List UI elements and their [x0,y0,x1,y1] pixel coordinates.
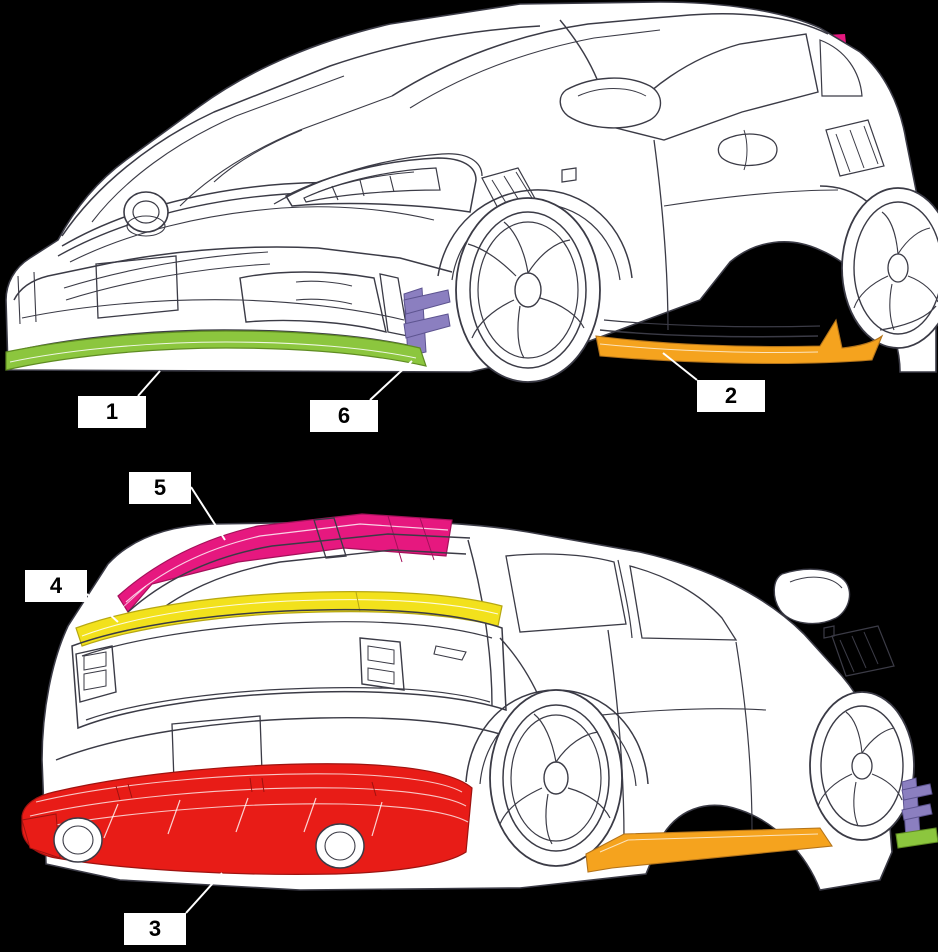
front-wheel [455,197,601,383]
intake-fin-2 [295,298,353,305]
right-tail-lamp [359,637,405,691]
rear-view-panel [0,460,938,952]
intake-fin-1 [295,280,353,287]
callout-leader-4 [86,593,119,623]
rear-wheel [489,689,623,867]
hood-panel [61,25,541,237]
callout-front-bumper-canard[interactable]: 6 [310,400,378,432]
windshield-inner [409,29,661,109]
bumper-side-intake [239,271,387,333]
headlight-lens-2 [317,171,415,193]
tailgate-outline [71,608,507,730]
callout-trunk-lip-spoiler[interactable]: 4 [25,570,87,602]
bumper-main [13,246,453,301]
callout-rear-diffuser[interactable]: 3 [124,913,186,945]
left-tail-lamp [75,645,117,703]
door-window [629,565,738,641]
grille-slat-3 [65,263,271,301]
left-tail-lamp-seg-2 [83,669,107,691]
callout-front-lip-spoiler[interactable]: 1 [78,396,146,428]
right-tail-lamp-seg-2 [367,667,395,685]
callout-number: 5 [153,475,167,500]
callout-number: 3 [148,916,162,941]
license-plate-recess [95,255,179,319]
right-tail-lamp-seg-1 [367,645,395,665]
part-side-skirt-extension-rear-view [585,827,833,873]
brand-emblem-ring [126,215,166,237]
front-view-illustration [5,1,938,383]
fender-louvre-slat [839,631,879,673]
marker-square [823,625,835,639]
side-reflector [433,645,467,661]
rear-view-illustration [21,513,938,891]
part-side-skirt-extension [595,318,884,365]
rear-wheel [841,187,938,349]
callout-number: 2 [724,383,738,408]
headlight-brow [273,153,483,205]
callout-leader-1 [137,370,161,397]
corner-canard-slot-1 [17,271,37,325]
part-front-lip-spoiler-rear-view [895,827,938,849]
door-bottom-line [603,319,821,328]
hood-crease-2 [179,95,393,207]
front-fender-arch [437,189,633,279]
headlight-drl [331,175,395,201]
callout-side-skirt-extension[interactable]: 2 [697,380,765,412]
wing-centre-stay [313,517,347,559]
windshield [391,15,679,97]
mirror-glass [789,576,843,589]
door-crease [663,189,839,207]
rocker-line [599,329,819,338]
part-front-bumper-canard [403,287,451,357]
grille-slat-1 [69,206,435,263]
roofline [677,13,829,35]
brand-emblem-inner [132,200,160,224]
callout-leader-3 [185,872,223,914]
grille-slat-2 [63,251,269,289]
door-shutline [653,139,669,331]
fender-louvre [831,625,895,677]
side-mirror-shell [773,568,851,625]
part-front-lip-spoiler [5,330,427,371]
left-tail-lamp-seg-1 [83,651,107,671]
hood-crease-1 [91,75,345,223]
hood-bulge [213,129,303,183]
callout-number: 1 [105,399,119,424]
callout-roof-wing-spoiler[interactable]: 5 [129,472,191,504]
window-divider [617,559,633,639]
tailgate-panel-line [85,687,491,721]
callout-leader-6 [369,360,413,401]
door-handle [717,133,778,167]
roofline [127,533,471,613]
door-shutline-2 [735,641,753,831]
quarter-window [819,39,863,97]
callout-number: 4 [49,573,63,598]
callout-number: 6 [337,403,351,428]
right-exhaust-tip-inner [324,831,356,861]
front-wheel [809,691,915,841]
quarter-window [505,553,627,633]
side-marker [561,167,577,183]
side-mirror [559,77,662,129]
callout-leader-5 [190,486,226,541]
fender-vent-slat-1 [491,171,533,207]
bumper-midline [21,299,405,321]
part-roof-wing-spoiler [117,513,453,619]
front-view-panel [0,0,938,460]
rear-fender-vent [825,119,885,177]
tailgate-inner [81,621,493,657]
door-shutline-rear-view [607,629,625,841]
callout-leader-2 [662,352,698,381]
door-handle-detail [743,129,748,171]
brand-emblem [123,191,169,233]
rear-vent-slat [835,125,879,173]
rear-bumper-upper [55,717,513,761]
rear-bumper-edge [879,305,937,331]
headlight-housing [284,157,477,213]
left-exhaust-tip-inner [62,825,94,855]
mirror-inner [577,88,647,97]
